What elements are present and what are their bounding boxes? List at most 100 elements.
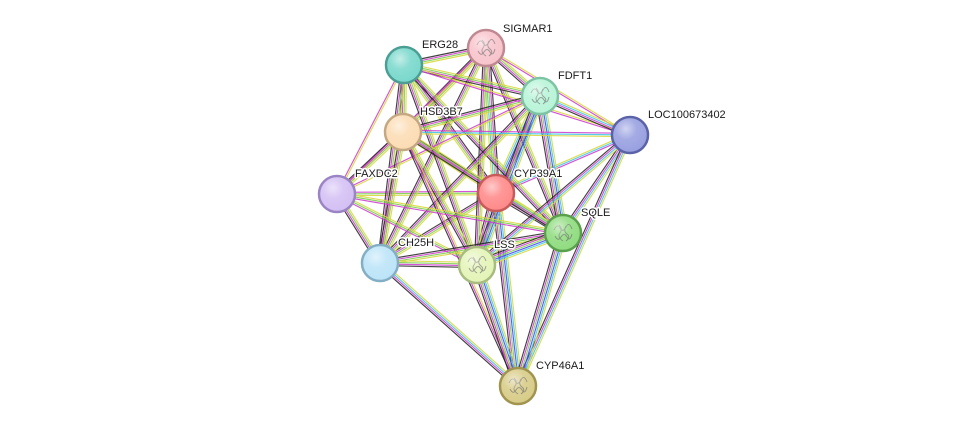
edge-strand (514, 232, 562, 386)
edge-strand (540, 95, 565, 233)
edge-strand (380, 96, 542, 264)
edge-strand (518, 233, 565, 387)
node-label-halo: CH25H (398, 237, 434, 249)
edge-strand (486, 47, 565, 233)
edge-strand (402, 92, 540, 131)
node-label-halo: ERG28 (422, 39, 458, 51)
edge-strand (337, 65, 406, 195)
edge-strand (404, 130, 480, 265)
edge-strand (337, 191, 564, 232)
nodes-layer (317, 28, 650, 406)
node-highlight (501, 369, 535, 403)
edge-strand (518, 135, 632, 387)
node-highlight (523, 79, 557, 113)
edge-erg28-faxdc2[interactable] (335, 64, 406, 195)
edge-strand (480, 263, 523, 385)
edge-sqle-cyp46a1[interactable] (513, 231, 568, 388)
edge-strand (404, 64, 479, 265)
edge-strand (519, 233, 567, 387)
edge-strand (381, 260, 521, 385)
node-label-halo: LSS (494, 239, 515, 251)
edge-strand (377, 93, 539, 262)
node-lss[interactable] (457, 245, 497, 285)
node-sqle[interactable] (543, 213, 583, 253)
edge-fdft1-faxdc2[interactable] (336, 94, 541, 196)
node-label-loc100673402: LOC100673402 (648, 109, 726, 121)
edge-strand (336, 195, 563, 236)
edge-lss-cyp46a1[interactable] (472, 263, 523, 388)
edge-strand (379, 229, 563, 262)
edge-strand (478, 263, 521, 386)
labels-layer: CYP39A1CYP39A1SIGMAR1SIGMAR1ERG28ERG28FD… (354, 22, 728, 374)
node-label-fdft1: FDFT1 (558, 70, 592, 82)
node-sigmar1[interactable] (466, 28, 506, 68)
node-label-faxdc2: FAXDC2 (355, 168, 398, 180)
node-label-halo: HSD3B7 (420, 106, 463, 118)
edge-strand (336, 94, 540, 194)
node-cyp39a1[interactable] (476, 173, 516, 213)
node-label-halo: CYP46A1 (536, 360, 584, 372)
edge-fdft1-hsd3b7[interactable] (402, 92, 541, 136)
edge-strand (404, 64, 565, 233)
node-erg28[interactable] (384, 45, 424, 85)
node-cyp46a1[interactable] (498, 366, 538, 406)
edge-strand (376, 64, 403, 263)
edge-strand (381, 132, 407, 264)
node-ch25h[interactable] (360, 243, 400, 283)
edge-strand (403, 131, 479, 265)
edge-loc100673402-hsd3b7[interactable] (402, 129, 631, 138)
edge-strand (516, 134, 630, 386)
edge-strand (495, 134, 631, 194)
edge-strand (404, 61, 541, 95)
edge-strand (403, 96, 541, 134)
edge-strand (402, 94, 540, 132)
edge-ch25h-cyp46a1[interactable] (377, 260, 521, 389)
node-highlight (363, 246, 397, 280)
node-label-halo: SIGMAR1 (503, 23, 553, 35)
node-highlight (320, 177, 354, 211)
edge-strand (402, 133, 630, 138)
node-hsd3b7[interactable] (383, 112, 423, 152)
edge-faxdc2-sqle[interactable] (336, 191, 564, 236)
edge-strand (401, 66, 562, 236)
edge-strand (535, 96, 560, 234)
edge-strand (405, 63, 480, 265)
edge-strand (513, 231, 560, 385)
edge-strand (402, 65, 563, 234)
edge-strand (404, 63, 541, 96)
edge-hsd3b7-ch25h[interactable] (376, 131, 407, 264)
node-highlight (386, 115, 420, 149)
edge-fdft1-sqle[interactable] (535, 95, 568, 234)
node-label-ch25h: CH25H (398, 237, 434, 249)
edge-strand (480, 97, 545, 267)
edge-fdft1-ch25h[interactable] (377, 93, 543, 266)
edge-strand (378, 190, 495, 262)
edge-strand (337, 96, 541, 196)
edge-strand (541, 95, 567, 233)
edge-erg28-sqle[interactable] (401, 62, 566, 236)
node-label-lss: LSS (494, 239, 515, 251)
edge-strand (378, 131, 403, 263)
edge-strand (474, 132, 629, 264)
node-label-halo: FAXDC2 (355, 168, 398, 180)
edge-strand (515, 133, 629, 386)
node-label-halo: SQLE (581, 207, 610, 219)
node-highlight (546, 216, 580, 250)
edge-strand (380, 261, 519, 386)
node-label-hsd3b7: HSD3B7 (420, 106, 463, 118)
edge-strand (336, 193, 564, 234)
node-label-sqle: SQLE (581, 207, 610, 219)
edge-strand (376, 131, 402, 263)
node-loc100673402[interactable] (610, 115, 650, 155)
edge-strand (475, 265, 518, 387)
node-highlight (613, 118, 647, 152)
node-label-sigmar1: SIGMAR1 (503, 23, 553, 35)
node-faxdc2[interactable] (317, 174, 357, 214)
node-fdft1[interactable] (520, 76, 560, 116)
edge-loc100673402-cyp46a1[interactable] (515, 133, 633, 388)
edge-strand (496, 192, 520, 386)
node-label-halo: CYP39A1 (514, 168, 562, 180)
edge-strand (402, 131, 631, 136)
edge-strand (335, 195, 477, 268)
